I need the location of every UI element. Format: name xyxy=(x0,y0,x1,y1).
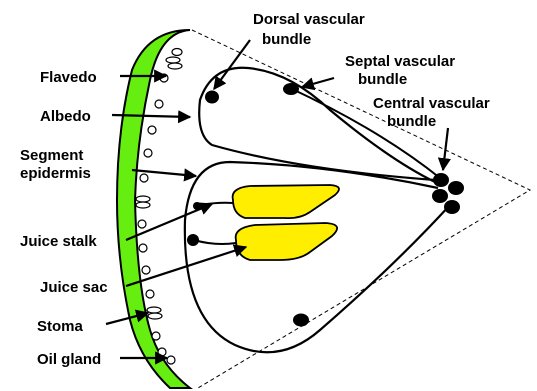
label-stoma: Stoma xyxy=(37,318,84,335)
arrow-septal xyxy=(302,78,334,87)
central-bundle-4 xyxy=(444,200,460,214)
central-bundle-2 xyxy=(448,181,464,195)
juice-stalk-1 xyxy=(200,203,233,205)
central-bundle-3 xyxy=(432,189,448,203)
dorsal-bundle-upper xyxy=(205,91,219,104)
stalk-base-1 xyxy=(187,234,199,246)
label-juice-sac: Juice sac xyxy=(40,279,108,296)
juice-stalk-2 xyxy=(194,240,236,244)
label-septal-line1: Septal vascular xyxy=(345,53,455,70)
label-flavedo: Flavedo xyxy=(40,69,97,86)
arrow-central xyxy=(443,128,448,170)
label-central-line1: Central vascular xyxy=(373,95,490,112)
label-albedo: Albedo xyxy=(40,108,91,125)
juice-sac-1 xyxy=(233,185,339,218)
septal-bundle xyxy=(283,83,299,95)
label-juice-stalk: Juice stalk xyxy=(20,233,97,250)
arrow-dorsal xyxy=(214,40,250,89)
dorsal-bundle-lower xyxy=(293,314,309,327)
label-dorsal-line1: Dorsal vascular xyxy=(253,11,365,28)
label-septal-line2: bundle xyxy=(358,71,407,88)
central-bundle-1 xyxy=(433,173,449,187)
label-segment-epidermis-line1: Segment xyxy=(20,147,83,164)
label-segment-epidermis-line2: epidermis xyxy=(20,165,91,182)
juice-sac-2 xyxy=(236,223,337,260)
label-central-line2: bundle xyxy=(387,113,436,130)
label-dorsal-line2: bundle xyxy=(262,31,311,48)
label-oil-gland: Oil gland xyxy=(37,351,101,368)
